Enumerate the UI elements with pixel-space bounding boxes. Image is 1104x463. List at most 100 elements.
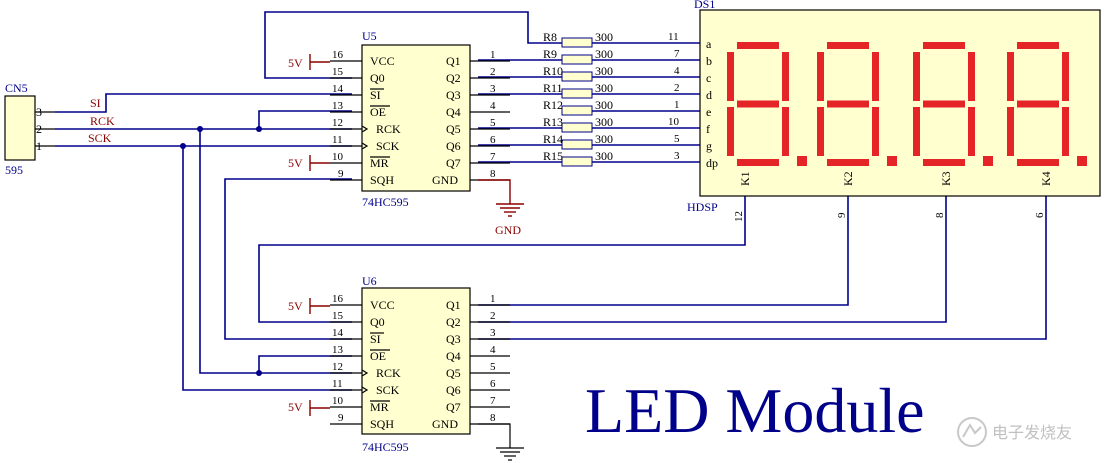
pin-number: 5: [490, 361, 496, 373]
pin-label: Q2: [446, 71, 461, 85]
chip-part: 74HC595: [362, 195, 409, 209]
pin-number: 6: [490, 134, 496, 146]
chip-u6: U6 74HC595 VCC Q0 SI OE RCK SCK MR SQH Q…: [330, 274, 510, 454]
module-title: LED Module: [585, 375, 925, 446]
vcc-label: 5V: [288, 299, 303, 313]
chip-u5: U5 74HC595 VCC Q0 SI OE RCK SCK MR SQH: [330, 29, 510, 209]
segment-dp-digit-1: [797, 156, 807, 166]
pin-number: 11: [332, 134, 343, 146]
pin-number: 7: [490, 151, 496, 163]
segment-e-digit-2: [817, 107, 824, 156]
pin-label: Q3: [446, 88, 461, 102]
connector-pin: 3: [36, 105, 42, 119]
pin-label: SI: [370, 88, 381, 102]
segment-label: f: [706, 122, 710, 136]
pin-label: Q0: [370, 71, 385, 85]
pin-number: 15: [332, 310, 344, 322]
segment-a-digit-3: [923, 42, 965, 49]
segment-f-digit-1: [727, 52, 734, 101]
pin-number: 16: [332, 49, 344, 61]
pin-number: 14: [332, 327, 344, 339]
pin-number: 12: [332, 361, 343, 373]
segment-label: c: [706, 71, 711, 85]
vcc-label: 5V: [288, 156, 303, 170]
pin-label: VCC: [370, 298, 395, 312]
segment-c-digit-4: [1062, 107, 1069, 156]
pin-label: OE: [370, 105, 386, 119]
pin-number: 1: [490, 49, 496, 61]
common-pin: 6: [1034, 212, 1046, 218]
watermark: 电子发烧友: [957, 417, 1072, 447]
resistor-value: 300: [595, 81, 613, 95]
u6-power: 5V 5V: [288, 298, 524, 461]
pin-number: 5: [490, 117, 496, 129]
segment-label: a: [706, 37, 712, 51]
pin-number: 1: [490, 293, 496, 305]
segment-pin: 5: [674, 133, 680, 145]
connector-ref: CN5: [5, 81, 28, 95]
vcc-label: 5V: [288, 56, 303, 70]
pin-number: 13: [332, 100, 344, 112]
pin-number: 10: [332, 395, 344, 407]
pin-number: 2: [490, 310, 496, 322]
pin-label: Q4: [446, 105, 461, 119]
pin-label: Q5: [446, 122, 461, 136]
common-label: K4: [1039, 171, 1053, 186]
segment-c-digit-3: [968, 107, 975, 156]
pin-label: GND: [432, 173, 458, 187]
resistor-value: 300: [595, 64, 613, 78]
segment-pin: 11: [668, 31, 679, 43]
gnd-label: GND: [495, 223, 521, 237]
pin-label: Q7: [446, 400, 461, 414]
wires: [55, 11, 1047, 391]
segment-d-digit-4: [1017, 159, 1059, 166]
segment-label: g: [706, 139, 712, 153]
pin-label: Q4: [446, 349, 461, 363]
net-label-rck: RCK: [90, 114, 115, 128]
connector-cn5: CN5 595 3 2 1 SI RCK SCK: [4, 81, 115, 177]
resistor-ref: R9: [543, 47, 557, 61]
segment-g-digit-1: [737, 100, 779, 108]
pin-label: Q2: [446, 315, 461, 329]
connector-pin: 2: [36, 122, 42, 136]
pin-number: 16: [332, 293, 344, 305]
vcc-label: 5V: [288, 400, 303, 414]
segment-a-digit-4: [1017, 42, 1059, 49]
common-pin: 12: [733, 211, 745, 222]
pin-label: Q1: [446, 54, 461, 68]
segment-b-digit-1: [782, 52, 789, 101]
segment-c-digit-1: [782, 107, 789, 156]
segment-e-digit-1: [727, 107, 734, 156]
net-label-sck: SCK: [88, 131, 112, 145]
segment-b-digit-3: [968, 52, 975, 101]
resistor-ref: R14: [543, 132, 563, 146]
segment-pin: 7: [674, 48, 680, 60]
pin-label: GND: [432, 417, 458, 431]
segment-label: d: [706, 88, 712, 102]
segment-pin: 10: [668, 116, 680, 128]
chip-ref: U6: [362, 274, 377, 288]
chip-ref: U5: [362, 29, 377, 43]
display-part: HDSP: [687, 200, 718, 214]
resistor-value: 300: [595, 115, 613, 129]
segment-dp-digit-4: [1077, 156, 1087, 166]
common-label: K1: [738, 171, 752, 186]
segment-f-digit-3: [913, 52, 920, 101]
resistor-value: 300: [595, 149, 613, 163]
segment-f-digit-2: [817, 52, 824, 101]
connector-pin: 1: [36, 139, 42, 153]
watermark-text: 电子发烧友: [992, 424, 1072, 442]
pin-number: 7: [490, 395, 496, 407]
resistor-ref: R15: [543, 149, 563, 163]
resistor-ref: R11: [543, 81, 563, 95]
pin-label: RCK: [376, 366, 401, 380]
segment-pin: 4: [674, 65, 680, 77]
display-ds1: DS1 HDSP a b c d e f g dp 11 7 4 2 1 10 …: [668, 0, 1101, 222]
pin-number: 13: [332, 344, 344, 356]
pin-label: Q5: [446, 366, 461, 380]
segment-g-digit-4: [1017, 100, 1059, 108]
segment-label: e: [706, 105, 711, 119]
common-label: K2: [841, 171, 855, 186]
segment-pin: 3: [674, 150, 680, 162]
pin-label: SCK: [376, 139, 400, 153]
